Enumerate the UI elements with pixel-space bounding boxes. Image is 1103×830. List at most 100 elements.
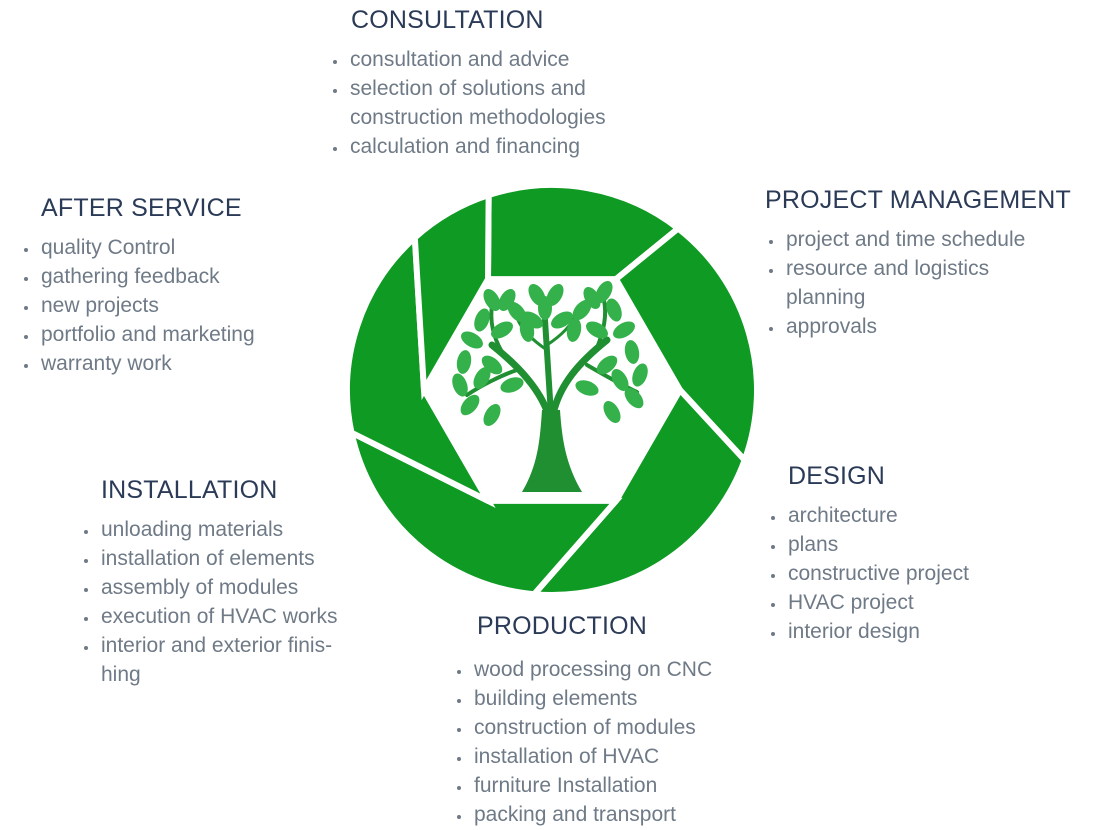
stage-items: wood processing on CNC building elements c… bbox=[453, 655, 712, 829]
tree-leaf bbox=[572, 299, 592, 321]
tree-leaf bbox=[611, 369, 629, 391]
tree-leaf bbox=[595, 281, 613, 303]
list-item: resource and logistics planning bbox=[765, 254, 1071, 312]
tree-leaf bbox=[474, 308, 490, 332]
tree-leaf bbox=[575, 380, 599, 396]
list-item-text: approvals bbox=[786, 315, 878, 338]
list-item-text: installation of HVAC bbox=[474, 745, 660, 768]
tree-branch bbox=[465, 368, 519, 397]
list-item: assembly of modules bbox=[80, 573, 338, 602]
stage-project-management: PROJECT MANAGEMENT project and time sche… bbox=[765, 186, 1071, 341]
tree-icon bbox=[452, 281, 648, 492]
list-item-text: building elements bbox=[474, 687, 638, 710]
list-item-text: project and time schedule bbox=[786, 228, 1026, 251]
list-item-text: interior design bbox=[788, 620, 920, 643]
tree-leaf bbox=[452, 373, 468, 397]
list-item-text: construction methodologies bbox=[350, 106, 606, 129]
list-item: quality Control bbox=[20, 233, 255, 262]
list-item-text: HVAC project bbox=[788, 591, 914, 614]
list-item-text: resource and logistics bbox=[786, 257, 990, 280]
list-item-text: consultation and advice bbox=[350, 48, 570, 71]
stage-design: DESIGN architecture plans constructive pro… bbox=[767, 462, 969, 646]
tree-leaf bbox=[460, 394, 480, 416]
tree-leaf bbox=[596, 355, 618, 375]
stage-title: DESIGN bbox=[788, 462, 886, 490]
list-item: portfolio and marketing bbox=[20, 320, 255, 349]
tree-leaf bbox=[546, 284, 564, 306]
tree-leaf bbox=[624, 387, 644, 409]
list-item-text: wood processing on CNC bbox=[474, 658, 713, 681]
list-item: architecture bbox=[767, 501, 969, 530]
list-item: calculation and financing bbox=[329, 132, 606, 161]
list-item-text: gathering feedback bbox=[41, 265, 220, 288]
tree-branch bbox=[542, 317, 554, 418]
tree-leaf bbox=[624, 340, 640, 364]
tree-leaf bbox=[483, 404, 501, 426]
list-item: warranty work bbox=[20, 349, 255, 378]
list-item: installation of HVAC bbox=[453, 742, 712, 771]
list-item-text: installation of elements bbox=[101, 547, 315, 570]
list-item: constructive project bbox=[767, 559, 969, 588]
segment-project-management bbox=[612, 224, 760, 466]
list-item: interior and exterior finis-hing bbox=[80, 631, 338, 689]
tree-trunk bbox=[522, 410, 582, 492]
tree-leaf bbox=[551, 311, 573, 329]
tree-leaf bbox=[613, 321, 635, 339]
tree-leaf bbox=[528, 284, 546, 306]
stage-after-service: AFTER SERVICE quality Control gathering f… bbox=[20, 194, 255, 378]
list-item-text: calculation and financing bbox=[350, 135, 580, 158]
stage-items: consultation and advice selection of solu… bbox=[329, 45, 606, 161]
stage-title: PRODUCTION bbox=[477, 612, 648, 640]
list-item-text: quality Control bbox=[41, 236, 176, 259]
list-item-text: furniture Installation bbox=[474, 774, 658, 797]
list-item-text: architecture bbox=[788, 504, 898, 527]
tree-branch bbox=[595, 298, 608, 350]
stage-title: INSTALLATION bbox=[101, 476, 278, 504]
list-item-text: interior and exterior finis- bbox=[101, 634, 333, 657]
list-item: approvals bbox=[765, 312, 1071, 341]
stage-title: PROJECT MANAGEMENT bbox=[765, 186, 1071, 214]
list-item-text: packing and transport bbox=[474, 803, 676, 826]
tree-leaf bbox=[566, 318, 582, 342]
segment-production bbox=[347, 427, 623, 598]
stage-items: project and time schedule resource and lo… bbox=[765, 225, 1071, 341]
list-item: gathering feedback bbox=[20, 262, 255, 291]
tree-leaf bbox=[491, 321, 513, 339]
tree-leaf bbox=[606, 298, 622, 322]
list-item: HVAC project bbox=[767, 588, 969, 617]
tree-leaf bbox=[461, 331, 483, 349]
tree-leaf bbox=[483, 289, 501, 311]
list-item-text: new projects bbox=[41, 294, 159, 317]
tree-leaf bbox=[500, 377, 524, 393]
list-item: execution of HVAC works bbox=[80, 602, 338, 631]
list-item: interior design bbox=[767, 617, 969, 646]
stage-title: AFTER SERVICE bbox=[41, 194, 242, 222]
cycle-wheel bbox=[344, 182, 760, 598]
list-item: new projects bbox=[20, 291, 255, 320]
list-item-text: portfolio and marketing bbox=[41, 323, 255, 346]
tree-leaf bbox=[632, 363, 648, 387]
list-item: installation of elements bbox=[80, 544, 338, 573]
list-item: packing and transport bbox=[453, 800, 712, 829]
tree-leaf bbox=[521, 311, 543, 329]
list-item: construction of modules bbox=[453, 713, 712, 742]
list-item-text: construction of modules bbox=[474, 716, 696, 739]
list-item: unloading materials bbox=[80, 515, 338, 544]
stage-installation: INSTALLATION unloading materials installa… bbox=[80, 476, 338, 689]
list-item: consultation and advice bbox=[329, 45, 606, 74]
stage-production: PRODUCTION wood processing on CNC buildin… bbox=[453, 612, 712, 829]
list-item-text: hing bbox=[101, 663, 141, 686]
list-item-text: assembly of modules bbox=[101, 576, 299, 599]
list-item-text: planning bbox=[786, 286, 866, 309]
stage-items: unloading materials installation of eleme… bbox=[80, 515, 338, 689]
list-item-text: plans bbox=[788, 533, 839, 556]
tree-leaf bbox=[473, 367, 491, 389]
stage-items: quality Control gathering feedback new pro… bbox=[20, 233, 255, 378]
list-item-text: warranty work bbox=[41, 352, 172, 375]
tree-leaf bbox=[456, 350, 472, 374]
list-item-text: constructive project bbox=[788, 562, 969, 585]
